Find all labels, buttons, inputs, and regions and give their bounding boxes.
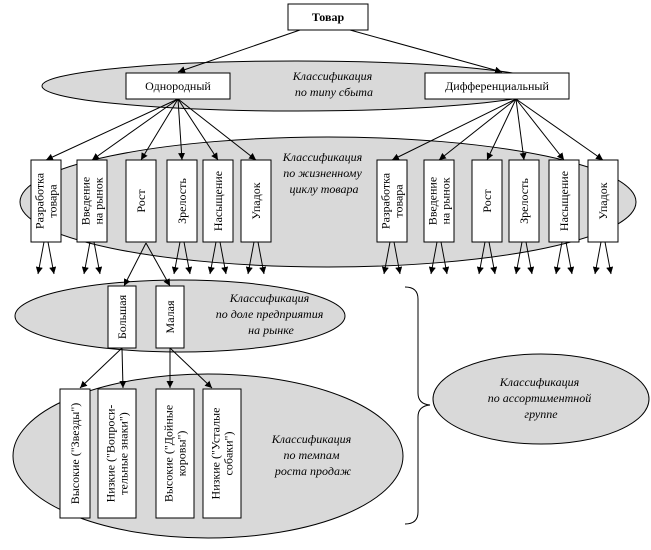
stage-left-4-label: Насыщение <box>211 171 225 231</box>
stage-left-5-box <box>240 159 272 243</box>
stage-left-2-box <box>125 159 157 243</box>
stage-left-5-label: Упадок <box>249 182 263 219</box>
growth-2-box <box>155 388 195 519</box>
growth-0-label: Высокие ("Звезды") <box>68 403 82 505</box>
growth-3-label: собаки") <box>222 432 236 476</box>
stage-right-1-label: Введение <box>426 177 440 225</box>
stage-left-0-label: товара <box>46 184 60 218</box>
sales-type-box-differential <box>424 72 570 100</box>
stage-left-1-label: на рынок <box>92 177 106 224</box>
stage-right-3-box <box>508 159 540 243</box>
market-share-caption: Классификация по доле предприятия на рын… <box>216 291 327 337</box>
growth-3-label: Низкие ("Усталые <box>209 408 223 500</box>
share-label-large: Большая <box>115 294 129 339</box>
stage-left-1-box <box>76 159 108 243</box>
stage-left-3-label: Зрелость <box>175 178 189 224</box>
stage-right-4-label: Насыщение <box>557 171 571 231</box>
sales-type-caption: Классификация по типу сбыта <box>292 69 375 99</box>
growth-1-label: тельные знаки") <box>117 412 131 494</box>
stage-right-2-box <box>471 159 503 243</box>
growth-2-label: коровы") <box>175 431 189 477</box>
growth-0-box <box>59 388 91 519</box>
growth-3-box <box>202 388 242 519</box>
share-label-small: Малая <box>163 300 177 333</box>
stage-right-1-box <box>423 159 455 243</box>
stage-right-5-label: Упадок <box>596 182 610 219</box>
stage-left-1-label: Введение <box>79 177 93 225</box>
growth-2-label: Высокие ("Дойные <box>162 405 176 502</box>
root-label: Товар <box>312 10 345 24</box>
sales-type-label-homogeneous: Однородный <box>145 79 211 93</box>
stage-right-0-box <box>376 159 408 243</box>
root-box <box>287 3 369 31</box>
stage-right-5-box <box>587 159 619 243</box>
stage-left-0-label: Разработка <box>33 172 47 229</box>
stage-right-4-box <box>548 159 580 243</box>
sales-type-label-differential: Дифференциальный <box>445 79 549 93</box>
assortment-caption: Классификация по ассортиментной группе <box>488 375 594 421</box>
stage-left-2-label: Рост <box>134 189 148 213</box>
growth-1-box <box>97 388 137 519</box>
share-box-small <box>155 285 185 349</box>
life-cycle-caption: Классификация по жизненному циклу товара <box>282 150 365 196</box>
assortment-ellipse <box>432 353 650 445</box>
sales-growth-caption: Классификация по темпам роста продаж <box>271 432 354 478</box>
stage-right-2-label: Рост <box>480 189 494 213</box>
stage-left-4-box <box>202 159 234 243</box>
stage-left-0-box <box>30 159 62 243</box>
assortment-brace <box>404 286 431 525</box>
stage-right-3-label: Зрелость <box>517 178 531 224</box>
growth-1-label: Низкие ("Вопроси- <box>104 405 118 503</box>
stage-right-0-label: Разработка <box>379 172 393 229</box>
stage-right-0-label: товара <box>392 184 406 218</box>
stage-right-1-label: на рынок <box>439 177 453 224</box>
share-box-large <box>107 285 137 349</box>
stage-left-3-box <box>166 159 198 243</box>
